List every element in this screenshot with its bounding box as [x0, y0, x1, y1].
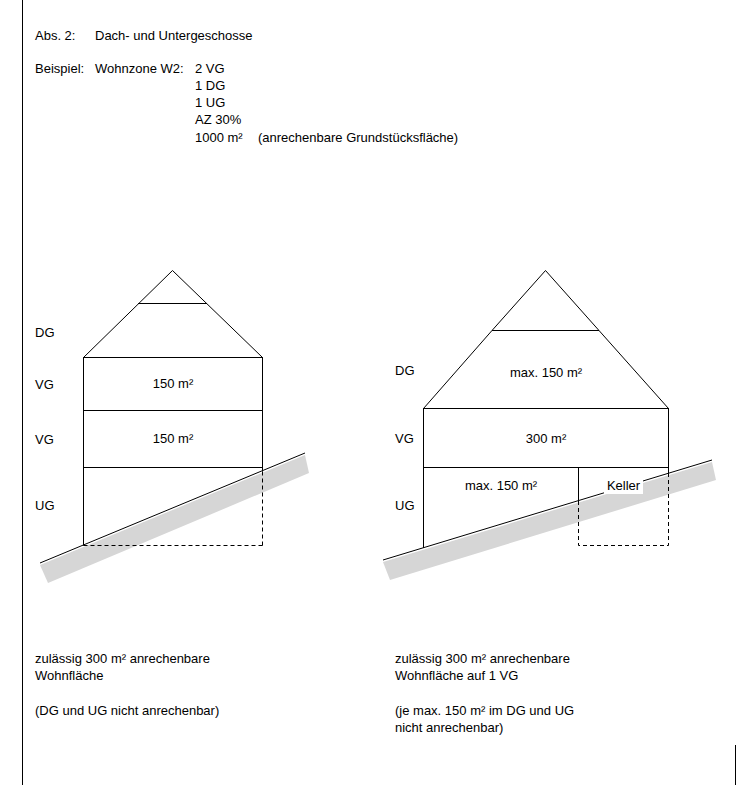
roof-outline	[84, 271, 263, 358]
spec-text: 2 VG	[195, 60, 225, 77]
wall-line	[579, 468, 669, 474]
floor-label: VG	[35, 376, 54, 393]
floor-area: Keller	[578, 467, 669, 548]
floor-label: VG	[395, 430, 414, 447]
area-text: max. 150 m²	[465, 478, 537, 494]
spec-text: AZ 30%	[195, 111, 241, 128]
spec-text: Abs. 2:	[35, 27, 75, 44]
note-text: zulässig 300 m² anrechenbare Wohnfläche …	[395, 650, 585, 684]
frame-line	[22, 0, 23, 785]
area-text: 150 m²	[153, 431, 193, 447]
wall-line	[424, 331, 669, 409]
roof-line	[138, 303, 207, 304]
wall-line	[83, 468, 84, 546]
hidden-wall-line	[262, 472, 263, 546]
floor-label: DG	[35, 324, 55, 341]
floor-box: 150 m²	[83, 357, 263, 411]
spec-text: Wohnzone W2:	[95, 60, 184, 77]
area-text: 150 m²	[153, 376, 193, 392]
note-text: (DG und UG nicht anrechenbar)	[35, 702, 255, 719]
floor-label: VG	[35, 431, 54, 448]
floor-area: max. 150 m²	[423, 467, 579, 548]
ground-band	[383, 462, 716, 580]
floor-box: 300 m²	[423, 408, 669, 468]
ground-line	[383, 460, 712, 560]
spec-text: 1 DG	[195, 77, 225, 94]
floor-label: UG	[395, 497, 415, 514]
area-text: 300 m²	[526, 431, 566, 447]
spec-text: Beispiel:	[35, 60, 84, 77]
spec-text: 1 UG	[195, 94, 225, 111]
spec-text: (anrechenbare Grundstücksfläche)	[258, 129, 458, 146]
spec-text: 1000 m²	[195, 129, 243, 146]
wall-line	[424, 468, 579, 549]
frame-line	[735, 745, 736, 785]
floor-label: DG	[395, 362, 415, 379]
area-text: max. 150 m²	[510, 365, 582, 381]
ground-line	[40, 453, 305, 563]
area-text: Keller	[604, 478, 643, 494]
floor-area: max. 150 m²	[423, 330, 669, 409]
ground-band	[40, 455, 309, 583]
hidden-wall-line	[84, 545, 263, 546]
note-text: (je max. 150 m² im DG und UG nicht anrec…	[395, 702, 595, 736]
hidden-wall-line	[579, 473, 669, 546]
floor-box: 150 m²	[83, 410, 263, 468]
roof-outline	[492, 271, 599, 331]
heading: Dach- und Untergeschosse	[95, 27, 253, 44]
note-text: zulässig 300 m² anrechenbare Wohnfläche	[35, 650, 225, 684]
floor-label: UG	[35, 497, 55, 514]
